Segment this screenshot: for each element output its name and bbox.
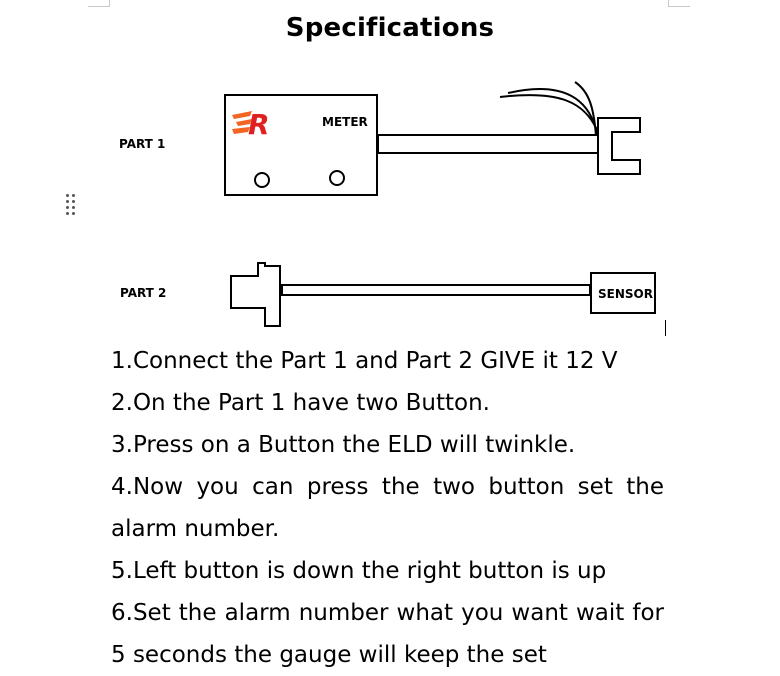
drag-handle-icon[interactable]: [66, 194, 78, 216]
instruction-step-4: 4.Now you can press the two button set t…: [111, 474, 664, 542]
meter-left-button: [254, 172, 270, 188]
flame-r-logo: R: [232, 108, 270, 141]
side-wire-1: [499, 94, 599, 133]
meter-label: METER: [322, 115, 368, 129]
instruction-step-1: 1.Connect the Part 1 and Part 2 GIVE it …: [111, 348, 618, 374]
instruction-step-5: 5.Left button is down the right button i…: [111, 558, 607, 584]
text-cursor: [665, 320, 666, 336]
sensor-box: [590, 272, 656, 314]
sensor-label: SENSOR: [598, 287, 653, 301]
side-wire-3: [574, 81, 597, 137]
instruction-list: 1.Connect the Part 1 and Part 2 GIVE it …: [111, 340, 664, 676]
part-1-cable: [377, 134, 599, 154]
meter-right-button: [329, 170, 345, 186]
instruction-step-2: 2.On the Part 1 have two Button.: [111, 390, 490, 416]
part-2-connector: [230, 262, 281, 327]
instruction-step-6: 6.Set the alarm number what you want wai…: [111, 600, 664, 668]
part-2-cable: [281, 284, 591, 296]
part-1-connector: [597, 117, 641, 175]
page-corner-mark-left-vertical: [109, 0, 110, 6]
logo-letter: R: [248, 108, 270, 141]
instruction-step-3: 3.Press on a Button the ELD will twinkle…: [111, 432, 576, 458]
page-corner-mark-right: [668, 0, 690, 7]
page-title: Specifications: [285, 13, 495, 43]
part-1-label: PART 1: [119, 137, 166, 151]
page-corner-mark-right-vertical: [668, 0, 669, 6]
part-2-label: PART 2: [120, 286, 167, 300]
page-corner-mark-left: [88, 0, 110, 7]
